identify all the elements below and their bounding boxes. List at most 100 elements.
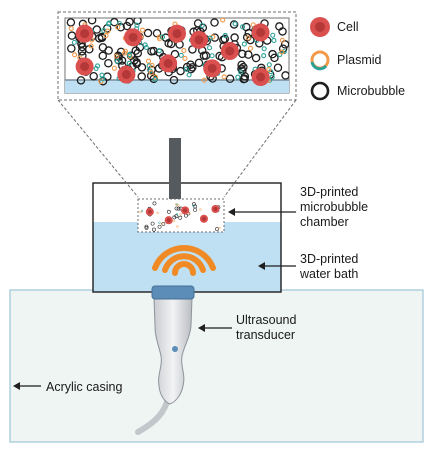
- microbubble: [281, 71, 289, 80]
- legend-label-microbubble: Microbubble: [337, 84, 405, 98]
- plasmid: [221, 74, 227, 80]
- cell: [220, 42, 239, 60]
- bath-arrowhead: [258, 262, 265, 270]
- plasmid: [114, 58, 120, 64]
- ultrasound-transducer: [135, 285, 195, 435]
- cell: [145, 207, 154, 216]
- legend-item-cell: Cell: [310, 17, 359, 37]
- cell: [75, 24, 94, 43]
- plasmid: [113, 53, 119, 59]
- plasmid: [161, 222, 164, 225]
- microbubble: [239, 62, 248, 72]
- plasmid: [281, 49, 287, 55]
- microbubble: [76, 76, 86, 85]
- microbubble: [116, 47, 126, 57]
- microbubble: [215, 227, 219, 232]
- microbubble: [104, 46, 113, 55]
- chamber-contents: [139, 201, 221, 232]
- plasmid: [183, 66, 189, 72]
- plasmid: [279, 49, 285, 55]
- chamber-arrowhead: [228, 208, 235, 216]
- microbubble: [275, 22, 284, 31]
- svg-text:transducer: transducer: [236, 328, 295, 342]
- svg-text:microbubble: microbubble: [300, 200, 368, 214]
- plasmid: [218, 226, 221, 230]
- cell: [190, 30, 208, 49]
- microbubble: [210, 18, 219, 27]
- plasmid: [156, 48, 162, 54]
- microbubble: [104, 58, 113, 68]
- plasmid: [122, 50, 128, 56]
- plasmid: [146, 63, 152, 69]
- plasmid: [142, 42, 148, 48]
- plasmid: [148, 70, 154, 76]
- microbubble: [239, 74, 248, 84]
- microbubble: [174, 214, 179, 219]
- microbubble: [144, 224, 149, 229]
- plasmid: [149, 62, 155, 69]
- acrylic-casing: [9, 289, 424, 443]
- plasmid: [158, 221, 161, 224]
- microbubble: [89, 71, 98, 81]
- cell: [159, 54, 178, 73]
- microbubble: [169, 75, 179, 85]
- cell: [211, 204, 220, 214]
- cell: [251, 68, 270, 87]
- plasmid: [232, 21, 238, 27]
- microbubble: [225, 74, 235, 84]
- plasmid-icon: [310, 50, 330, 71]
- microbubble: [78, 42, 87, 52]
- microbubble: [220, 34, 230, 44]
- svg-text:chamber: chamber: [300, 215, 349, 229]
- microbubble: [238, 49, 247, 59]
- transducer-head: [151, 285, 195, 300]
- plasmid: [159, 34, 165, 40]
- label-water-bath: 3D-printed water bath: [299, 252, 358, 281]
- plasmid: [279, 37, 285, 43]
- plasmid: [209, 53, 215, 59]
- microbubble: [87, 18, 97, 25]
- cell: [251, 23, 270, 42]
- label-chamber: 3D-printed microbubble chamber: [300, 185, 368, 229]
- casing-arrowhead: [13, 382, 20, 390]
- microbubble: [273, 63, 283, 72]
- plasmid: [247, 45, 254, 51]
- microbubble: [242, 33, 252, 42]
- microbubble: [194, 58, 204, 68]
- plasmid: [126, 52, 133, 58]
- plasmid: [143, 44, 149, 51]
- label-transducer: Ultrasound transducer: [236, 313, 296, 342]
- legend-item-plasmid: Plasmid: [310, 50, 382, 71]
- plasmid: [222, 32, 228, 38]
- microbubble: [135, 43, 145, 52]
- plasmid: [71, 39, 77, 45]
- plasmid: [156, 211, 159, 215]
- plasmid: [250, 22, 256, 28]
- microbubble: [150, 221, 155, 226]
- plasmid: [181, 48, 187, 54]
- cell-icon: [310, 17, 330, 37]
- microbubble: [122, 21, 132, 31]
- microbubble: [133, 18, 142, 25]
- plasmid: [188, 212, 191, 215]
- microbubble: [176, 66, 185, 76]
- microbubble: [67, 31, 77, 40]
- plasmid: [175, 203, 178, 206]
- plasmid: [245, 35, 251, 41]
- plasmid: [271, 37, 277, 43]
- zoom-panel-contents: [66, 18, 289, 87]
- microbubble: [166, 209, 171, 214]
- plasmid: [72, 52, 78, 58]
- label-acrylic-casing: Acrylic casing: [46, 380, 122, 394]
- microbubble: [178, 215, 183, 220]
- plasmid: [105, 28, 111, 34]
- microbubble: [116, 23, 125, 32]
- plasmid: [241, 41, 247, 47]
- microbubble: [125, 18, 134, 27]
- microbubble: [97, 32, 107, 42]
- microbubble: [186, 64, 196, 74]
- microbubble: [199, 51, 209, 61]
- cell: [199, 214, 209, 223]
- cell: [117, 65, 136, 84]
- plasmid: [261, 53, 267, 59]
